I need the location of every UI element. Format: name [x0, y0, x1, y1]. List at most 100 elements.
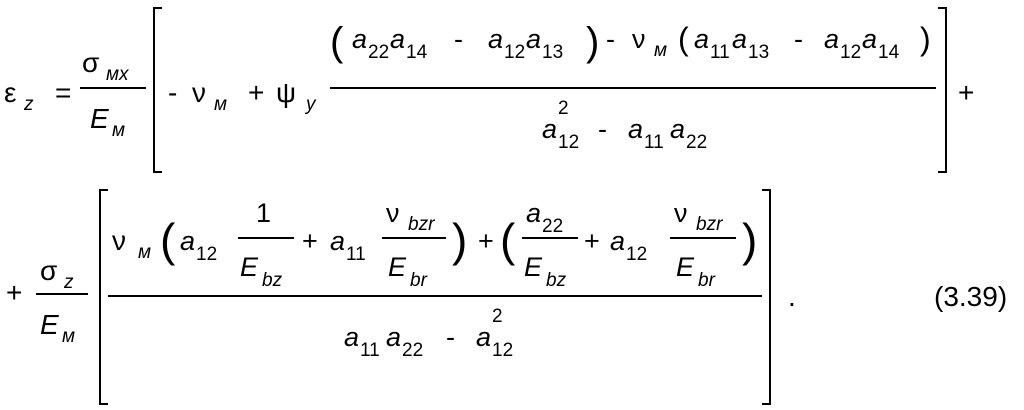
plus-sign: + [478, 226, 494, 256]
minus-sign: - [598, 114, 607, 144]
superscript-2: 2 [558, 98, 569, 119]
nu-subscript: м [138, 242, 151, 263]
a-symbol: a [352, 24, 367, 54]
plus-sign: + [248, 77, 264, 108]
right-paren: ) [920, 21, 931, 57]
a-symbol: a [824, 24, 839, 54]
minus-sign: - [454, 24, 463, 54]
subscript-11: 11 [710, 42, 730, 63]
a-symbol: a [670, 114, 685, 144]
a-symbol: a [488, 24, 503, 54]
subscript-14: 14 [878, 42, 900, 63]
em-symbol: E [40, 309, 59, 340]
line2-fraction-numerator: ν м ( a 12 1 E bz + a 11 ν bzr E br ) + … [112, 198, 757, 291]
subscript-22: 22 [686, 132, 707, 153]
a-symbol: a [694, 24, 709, 54]
equals-sign: = [55, 77, 71, 108]
a-symbol: a [330, 226, 345, 256]
plus-sign: + [302, 226, 318, 256]
equation-line-1: ε z = σ мx E м - ν м + ψ y ( a 22 a 14 -… [4, 7, 974, 173]
a-symbol: a [542, 114, 557, 144]
a-symbol: a [476, 322, 491, 352]
subscript-14: 14 [406, 42, 428, 63]
epsilon-symbol: ε [4, 77, 16, 108]
nu-symbol: ν [192, 77, 206, 108]
left-square-bracket [153, 7, 162, 173]
subscript-11: 11 [360, 340, 380, 361]
epsilon-subscript: z [23, 94, 34, 115]
e-symbol: E [388, 252, 407, 282]
sigma-z-subscript: z [63, 272, 74, 293]
em-symbol: E [90, 103, 109, 134]
a-symbol: a [628, 114, 643, 144]
subscript-12: 12 [504, 42, 525, 63]
e-symbol: E [676, 252, 695, 282]
subscript-12: 12 [558, 132, 579, 153]
minus-sign: - [446, 322, 455, 352]
equation-number: (3.39) [934, 281, 1007, 312]
left-paren: ( [160, 214, 176, 266]
sigma-mx-subscript: мx [106, 64, 130, 85]
main-fraction-denominator: a 2 12 - a 11 a 22 [542, 98, 707, 153]
e-subscript-bz: bz [546, 270, 567, 291]
a-symbol: a [390, 24, 405, 54]
trailing-plus-sign: + [958, 77, 974, 108]
subscript-22: 22 [542, 216, 563, 237]
minus-sign: - [606, 24, 615, 54]
line2-fraction-denominator: a 11 a 22 - a 2 12 [344, 306, 513, 361]
nu-subscript-bzr: bzr [408, 214, 435, 235]
a-symbol: a [180, 226, 195, 256]
psi-subscript: y [304, 94, 317, 115]
e-subscript-bz: bz [262, 270, 283, 291]
numeral-one: 1 [256, 198, 271, 228]
em-subscript: м [62, 326, 75, 347]
plus-sign: + [584, 226, 600, 256]
nu-symbol: ν [112, 225, 126, 256]
sigma-mx-symbol: σ [82, 47, 99, 78]
subscript-12: 12 [626, 244, 647, 265]
subscript-11: 11 [644, 132, 664, 153]
left-paren: ( [678, 21, 689, 57]
subscript-22: 22 [402, 340, 423, 361]
right-paren: ) [742, 214, 757, 266]
e-subscript-br: br [698, 270, 716, 291]
em-subscript: м [112, 120, 125, 141]
nu-subscript: м [654, 40, 667, 61]
subscript-12: 12 [840, 42, 861, 63]
a-symbol: a [386, 322, 401, 352]
psi-symbol: ψ [276, 77, 296, 108]
nu-subscript: м [214, 94, 227, 115]
nu-symbol: ν [632, 24, 646, 54]
minus-sign: - [794, 24, 803, 54]
subscript-13: 13 [748, 42, 769, 63]
right-square-bracket [938, 7, 947, 173]
leading-plus-sign: + [6, 277, 22, 308]
subscript-11: 11 [346, 244, 366, 265]
e-symbol: E [240, 252, 259, 282]
nu-symbol: ν [386, 198, 400, 228]
left-square-bracket [99, 189, 108, 405]
superscript-2: 2 [492, 306, 503, 327]
left-paren: ( [500, 214, 516, 266]
a-symbol: a [526, 24, 541, 54]
period: . [788, 281, 796, 312]
equation-line-2: + σ z E м ν м ( a 12 1 E bz + a 11 ν bzr… [6, 189, 1007, 405]
right-paren: ) [452, 214, 467, 266]
subscript-22: 22 [368, 42, 389, 63]
e-subscript-br: br [410, 270, 428, 291]
minus-sign: - [168, 77, 177, 108]
e-symbol: E [524, 252, 543, 282]
a-symbol: a [862, 24, 877, 54]
subscript-12: 12 [196, 244, 217, 265]
right-paren: ) [586, 20, 599, 64]
subscript-13: 13 [542, 42, 563, 63]
sigma-z-symbol: σ [40, 255, 57, 286]
a-symbol: a [526, 198, 541, 228]
nu-subscript-bzr: bzr [696, 214, 723, 235]
right-square-bracket [762, 189, 771, 405]
a-symbol: a [344, 322, 359, 352]
main-fraction-numerator: ( a 22 a 14 - a 12 a 13 ) - ν м ( a 11 a… [330, 20, 931, 64]
nu-symbol: ν [674, 198, 688, 228]
a-symbol: a [610, 226, 625, 256]
